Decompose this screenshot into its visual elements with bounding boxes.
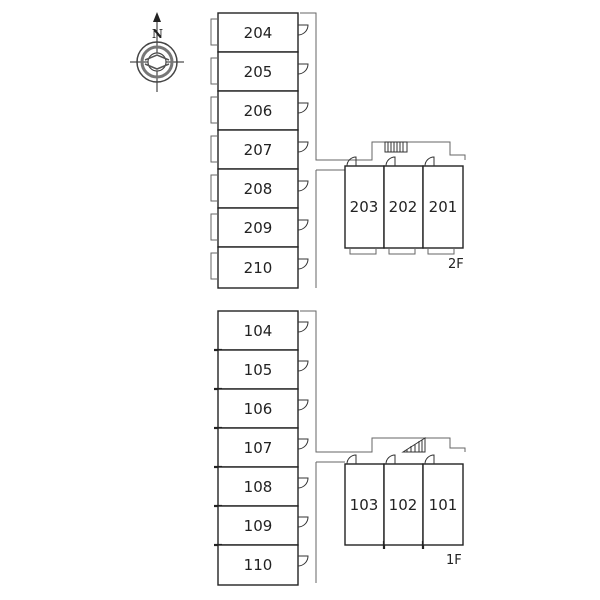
unit-label: 105 bbox=[244, 361, 273, 379]
unit-103: 103 bbox=[344, 454, 386, 549]
unit-label: 209 bbox=[244, 219, 273, 237]
floor-label: 1F bbox=[446, 553, 462, 568]
unit-label: 206 bbox=[244, 102, 273, 120]
unit-label: 108 bbox=[244, 478, 273, 496]
unit-label: 107 bbox=[244, 439, 273, 457]
corridor-1f bbox=[300, 310, 466, 453]
unit-label: 106 bbox=[244, 400, 273, 418]
unit-205: 205 bbox=[210, 51, 309, 92]
unit-label: 202 bbox=[389, 198, 418, 216]
unit-label: 204 bbox=[244, 24, 273, 42]
unit-104: 104 bbox=[214, 310, 309, 352]
stairs-icon bbox=[401, 437, 426, 453]
unit-label: 101 bbox=[429, 496, 458, 514]
floor-label: 2F bbox=[448, 257, 464, 272]
unit-203: 203 bbox=[344, 156, 385, 255]
corridor-2f bbox=[300, 12, 466, 161]
floor-1f: 104 105 106 107 108 bbox=[214, 310, 466, 586]
unit-label: 210 bbox=[244, 259, 273, 277]
unit-201: 201 bbox=[422, 156, 464, 255]
stairs-icon bbox=[384, 141, 408, 153]
unit-106: 106 bbox=[214, 388, 309, 430]
unit-202: 202 bbox=[383, 156, 424, 255]
unit-204: 204 bbox=[210, 12, 309, 53]
compass-icon: N bbox=[130, 12, 184, 92]
unit-label: 207 bbox=[244, 141, 273, 159]
unit-102: 102 bbox=[383, 454, 425, 549]
unit-206: 206 bbox=[210, 90, 309, 131]
unit-109: 109 bbox=[214, 505, 309, 547]
north-label: N bbox=[152, 27, 163, 41]
unit-108: 108 bbox=[214, 466, 309, 508]
unit-label: 104 bbox=[244, 322, 273, 340]
unit-label: 203 bbox=[350, 198, 379, 216]
unit-208: 208 bbox=[210, 168, 309, 209]
unit-label: 110 bbox=[244, 556, 273, 574]
unit-209: 209 bbox=[210, 207, 309, 248]
unit-110: 110 bbox=[217, 544, 309, 586]
unit-210: 210 bbox=[210, 246, 309, 289]
unit-label: 201 bbox=[429, 198, 458, 216]
floor-2f: 204 205 206 207 208 bbox=[210, 12, 466, 289]
unit-label: 102 bbox=[389, 496, 418, 514]
unit-207: 207 bbox=[210, 129, 309, 170]
unit-label: 109 bbox=[244, 517, 273, 535]
unit-107: 107 bbox=[214, 427, 309, 469]
unit-label: 205 bbox=[244, 63, 273, 81]
unit-label: 103 bbox=[350, 496, 379, 514]
unit-105: 105 bbox=[214, 349, 309, 391]
unit-label: 208 bbox=[244, 180, 273, 198]
unit-101: 101 bbox=[422, 454, 464, 546]
